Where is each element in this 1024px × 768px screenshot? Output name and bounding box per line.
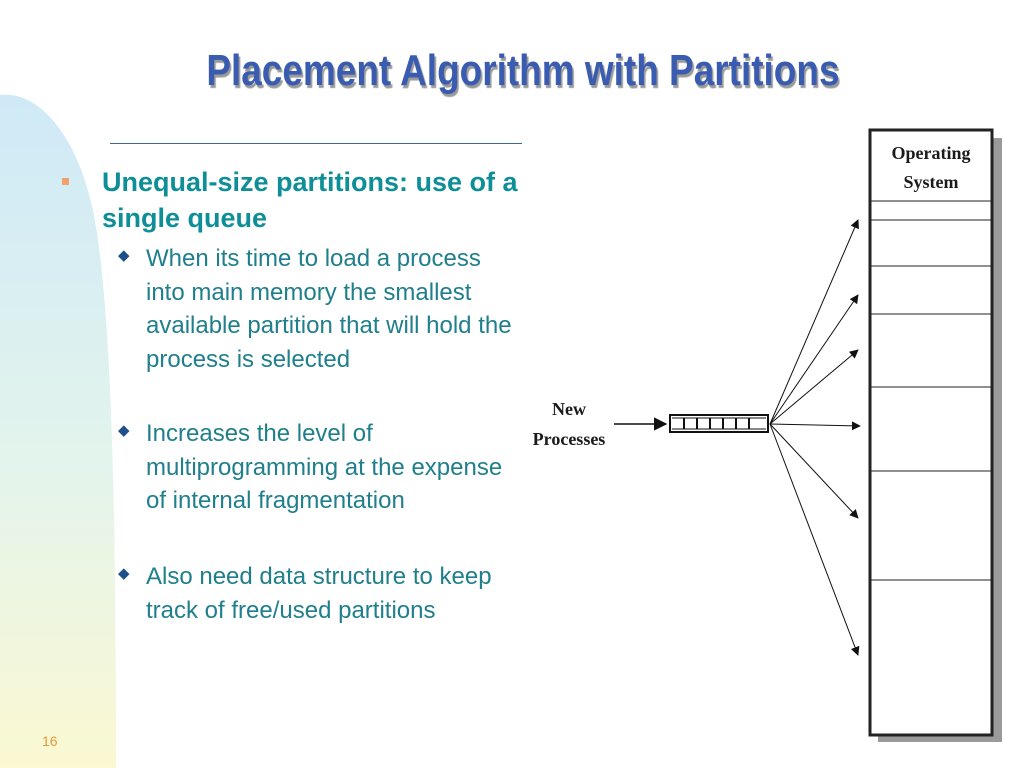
sub-bullet-text: Also need data structure to keep track o… — [146, 563, 492, 624]
slide-title: Placement Algorithm with Partitions — [206, 46, 840, 95]
new-processes-label-line1: New — [552, 399, 586, 419]
main-bullet-text: Unequal-size partitions: use of a single… — [102, 167, 518, 233]
os-label-line2: System — [904, 172, 959, 192]
slide-number: 16 — [42, 733, 58, 749]
diamond-bullet-icon: ◆ — [118, 422, 130, 439]
square-bullet-icon — [62, 178, 69, 185]
dispatch-arrows — [769, 219, 861, 656]
sub-bullet-text: When its time to load a process into mai… — [146, 245, 512, 373]
os-label-line1: Operating — [892, 143, 971, 163]
partition-dividers — [870, 200, 992, 581]
new-processes-label-line2: Processes — [533, 429, 606, 449]
diamond-bullet-icon: ◆ — [118, 247, 130, 264]
memory-block — [868, 128, 994, 737]
process-queue — [669, 414, 769, 433]
title-divider — [110, 143, 522, 144]
sub-bullet-text: Increases the level of multiprogramming … — [146, 420, 503, 514]
diamond-bullet-icon: ◆ — [118, 565, 130, 582]
